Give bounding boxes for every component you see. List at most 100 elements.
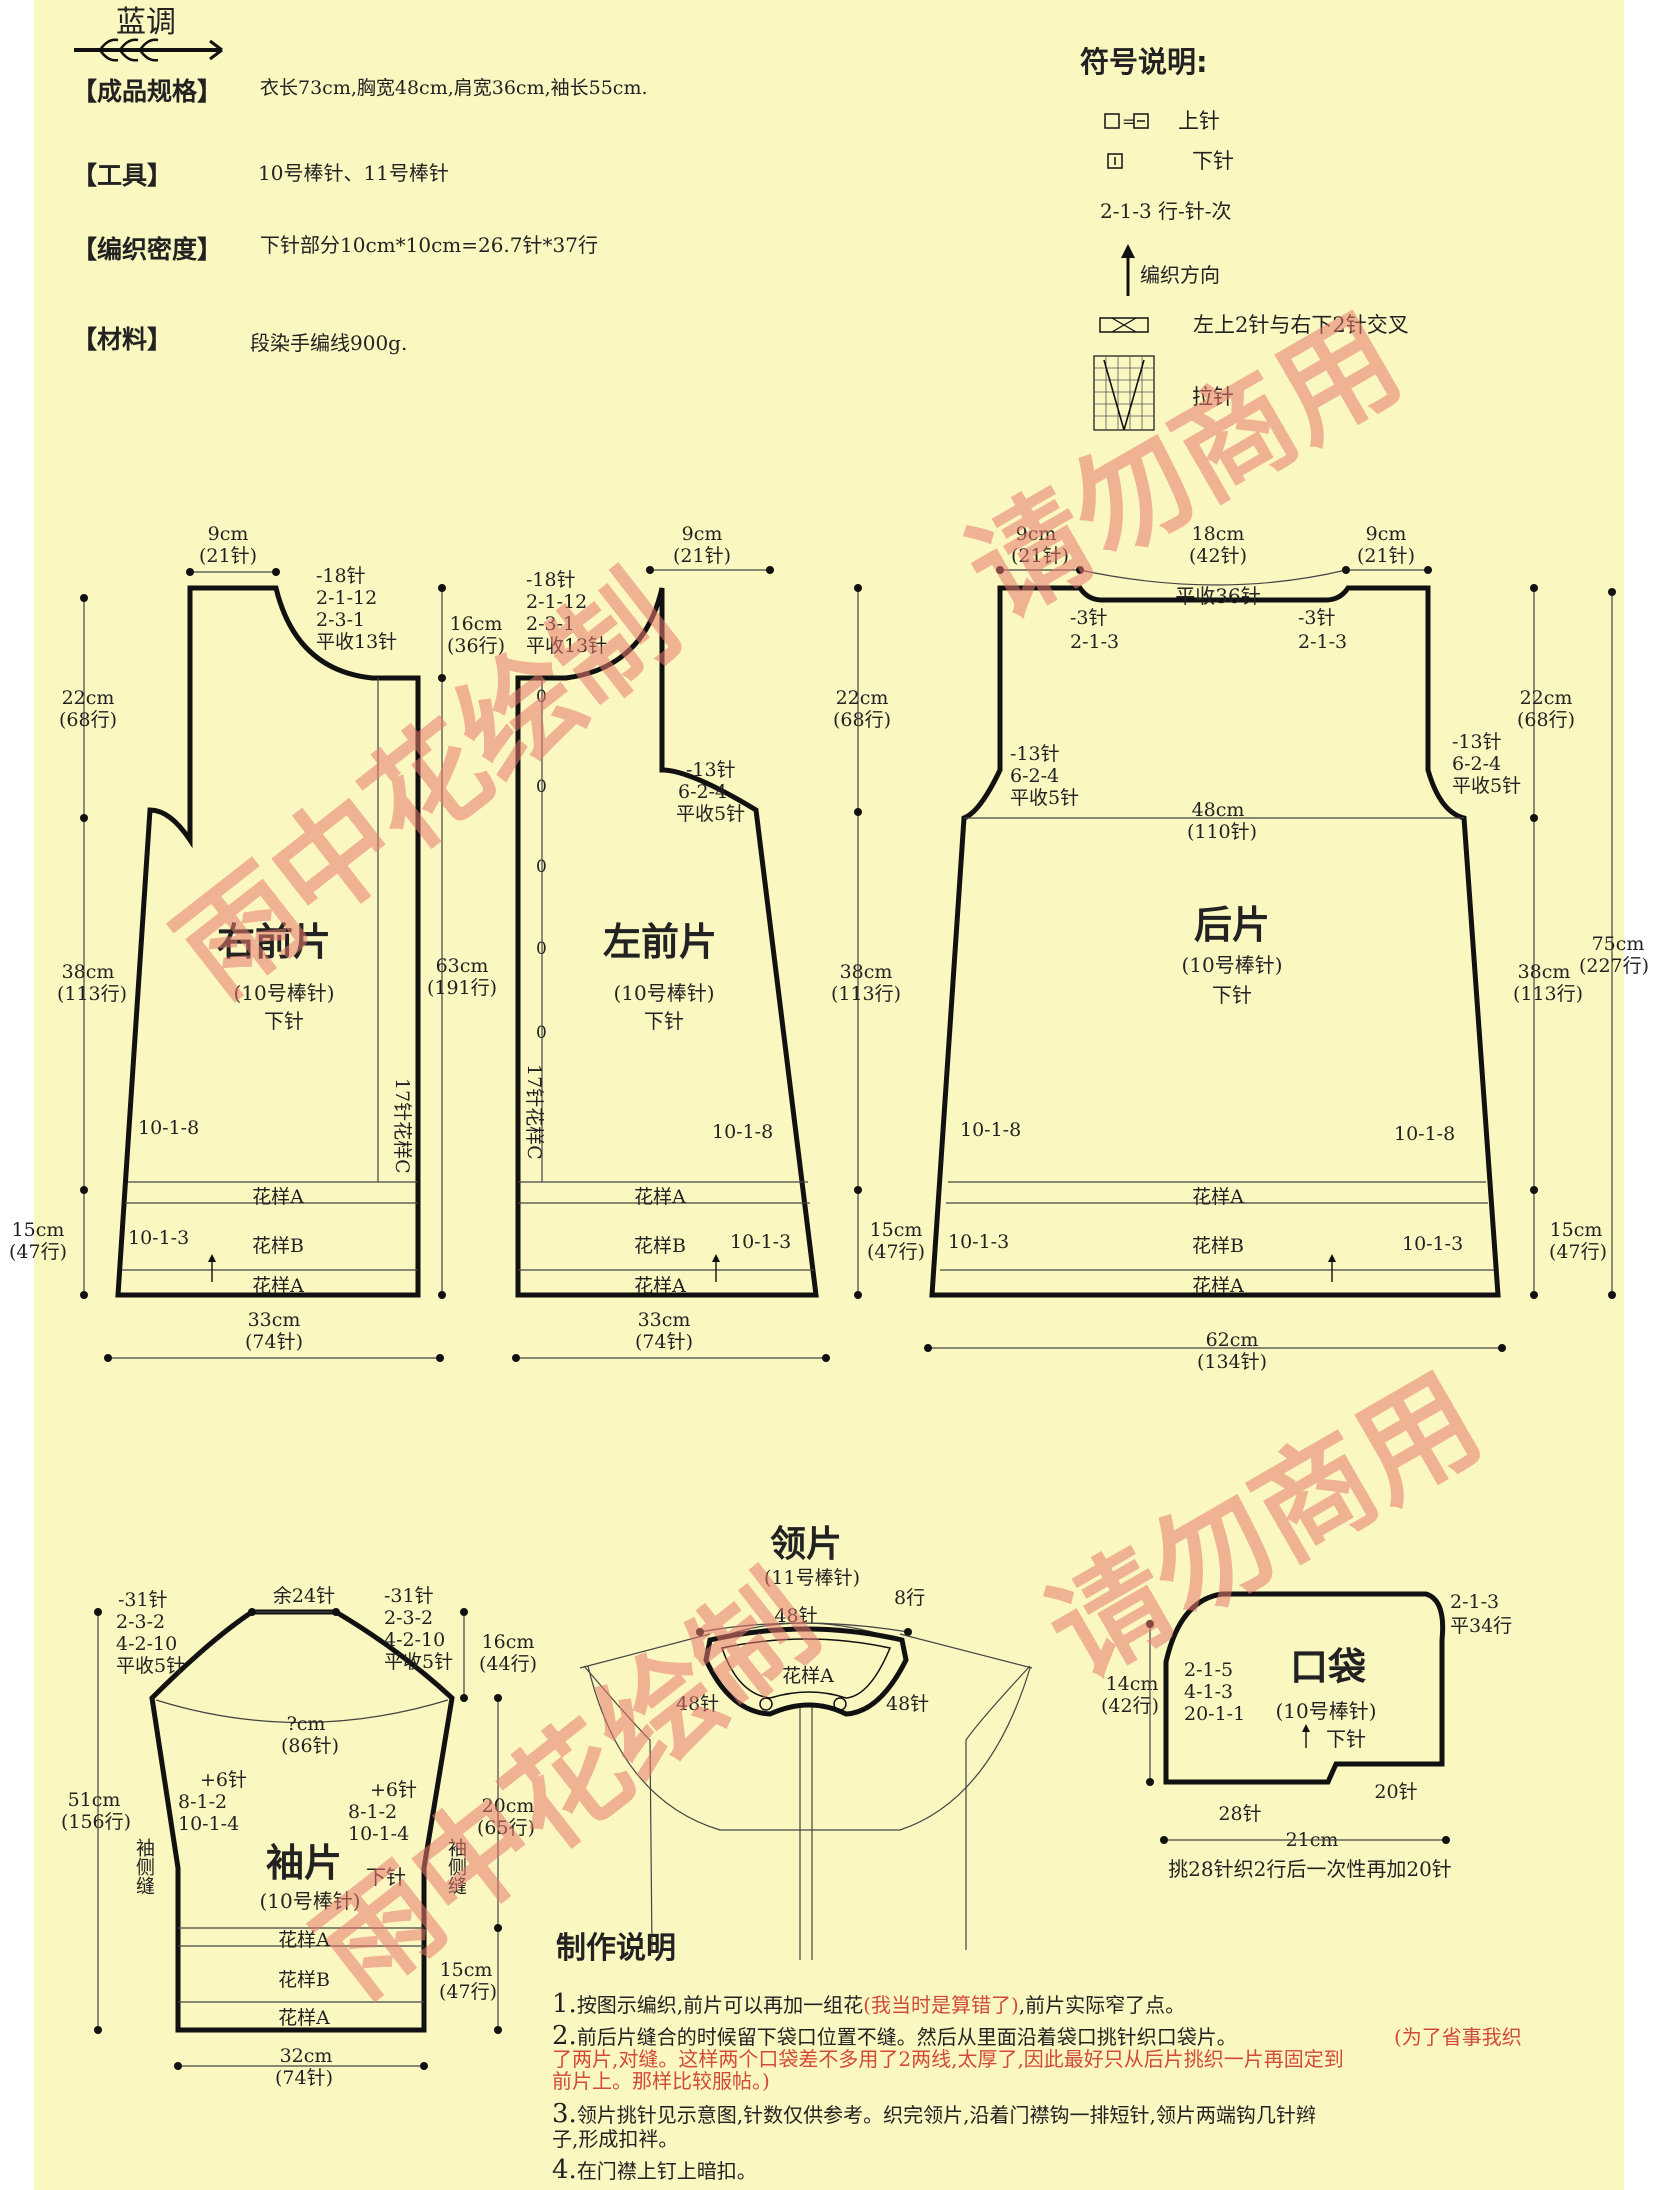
header: 蓝调 【成品规格】 衣长73cm,胸宽48cm,肩宽36cm,袖长55cm. 【… (72, 5, 648, 355)
sleeve-cap-left-3: 4-2-10 (116, 1633, 177, 1655)
sleeve-cap-height-rows: (44行) (479, 1653, 537, 1675)
left-front-bottom-st: (74针) (635, 1331, 693, 1353)
back-bottom-st: (134针) (1197, 1351, 1267, 1373)
right-front-panel: 右前片 (10号棒针) 下针 17针花样C 花样A 花样B 花样A 10-1-8… (9, 523, 505, 1362)
back-arm-left-3: 平收5针 (1010, 787, 1079, 809)
left-front-arm-3: 平收5针 (676, 803, 745, 825)
right-front-needle: (10号棒针) (233, 981, 334, 1005)
sleeve-width-st: (86针) (281, 1735, 339, 1757)
back-right-h3-rows: (47行) (1549, 1241, 1607, 1263)
instruction-2-note-c: 前片上。那样比较服帖。) (552, 2069, 770, 2093)
gauge-value: 下针部分10cm*10cm=26.7针*37行 (260, 233, 598, 257)
specs-value: 衣长73cm,胸宽48cm,肩宽36cm,袖长55cm. (260, 77, 648, 99)
purl-symbol-icon: = (1104, 112, 1149, 131)
gauge-label: 【编织密度】 (72, 235, 222, 264)
instruction-3-cont: 子,形成扣袢。 (552, 2127, 678, 2151)
left-front-button-5: 0 (536, 1023, 547, 1043)
back-top-right-width: 9cm (1366, 523, 1407, 545)
collar-title: 领片 (770, 1523, 842, 1565)
right-front-top-width: 9cm (208, 523, 249, 545)
instruction-4: 4.在门襟上钉上暗扣。 (552, 2155, 757, 2185)
collar-pattern: 花样A (782, 1665, 834, 1687)
instruction-2-note-a: (为了省事我织 (1394, 2025, 1522, 2049)
legend-knit: 下针 (1192, 149, 1234, 173)
title-ornament-icon (74, 38, 223, 62)
right-front-left-h3: 15cm (12, 1219, 65, 1241)
collar-top-st: 48针 (774, 1605, 817, 1627)
watermark-line2-bottom: 请勿商用 (1025, 1348, 1503, 1704)
left-front-neck-3: 2-3-1 (526, 613, 575, 635)
back-arm-left-2: 6-2-4 (1010, 765, 1059, 787)
sleeve-cuff-height: 15cm (440, 1959, 493, 1981)
collar-button-left-icon (759, 1697, 773, 1711)
collar-right-st: 48针 (886, 1693, 929, 1715)
collar-button-right-icon (833, 1697, 847, 1711)
legend-notation: 2-1-3 行-针-次 (1100, 199, 1232, 223)
back-title: 后片 (1194, 902, 1270, 947)
pocket-st20: 20针 (1374, 1781, 1417, 1803)
left-front-pattern-b: 花样B (634, 1235, 686, 1257)
back-arm-left-1: -13针 (1010, 743, 1060, 765)
right-front-pattern-a-bottom: 花样A (252, 1275, 304, 1297)
right-front-title: 右前片 (217, 919, 331, 964)
sleeve-pattern-a-bottom: 花样A (278, 2007, 330, 2029)
sleeve-inc-right-1: +6针 (370, 1779, 417, 1801)
sleeve-cap-top: 余24针 (273, 1585, 335, 1607)
right-front-left-h3-rows: (47行) (9, 1241, 67, 1263)
back-arm-right-1: -13针 (1452, 731, 1502, 753)
sleeve-pattern-a-top: 花样A (278, 1929, 330, 1951)
right-front-pattern-c: 17针花样C (391, 1078, 413, 1174)
legend: 符号说明: = 上针 下针 2-1-3 行-针-次 编织方向 左上2针与右下2针… (1080, 45, 1409, 431)
back-top-mid-width: 18cm (1192, 523, 1245, 545)
back-arm-right-2: 6-2-4 (1452, 753, 1501, 775)
right-front-side-dec1: 10-1-8 (138, 1117, 199, 1139)
knit-symbol-icon (1107, 153, 1123, 169)
left-front-button-3: 0 (536, 857, 547, 877)
pocket-panel: 口袋 (10号棒针) 下针 2-1-3 平34行 2-1-5 4-1-3 20-… (1101, 1591, 1512, 1881)
back-top-left-width: 9cm (1016, 523, 1057, 545)
back-side-left-2: 10-1-3 (948, 1231, 1009, 1253)
right-front-neck-4: 平收13针 (316, 631, 397, 653)
right-front-right-h1-rows: (36行) (447, 635, 505, 657)
left-front-right-h1: 22cm (836, 687, 889, 709)
back-neck-left-2: 2-1-3 (1070, 631, 1119, 653)
left-front-bottom: 33cm (638, 1309, 691, 1331)
tools-label: 【工具】 (72, 161, 172, 190)
sleeve-cap-right-2: 2-3-2 (384, 1607, 433, 1629)
back-panel: 后片 (10号棒针) 下针 平收36针 -3针 2-1-3 -3针 2-1-3 … (924, 523, 1649, 1373)
instruction-3: 3.领片挑针见示意图,针数仅供参考。织完领片,沿着门襟钩一排短针,领片两端钩几针… (552, 2099, 1316, 2129)
right-front-pattern-a-top: 花样A (252, 1186, 304, 1208)
sleeve-body-height-rows: (65行) (477, 1817, 535, 1839)
pocket-note: 挑28针织2行后一次性再加20针 (1168, 1857, 1452, 1881)
left-front-pattern-a-bottom: 花样A (634, 1275, 686, 1297)
pocket-inc-2: 4-1-3 (1184, 1681, 1233, 1703)
sleeve-cap-height: 16cm (482, 1631, 535, 1653)
left-front-title: 左前片 (603, 919, 717, 964)
collar-rows: 8行 (894, 1587, 925, 1609)
instruction-2-note-b: 了两片,对缝。这样两个口袋差不多用了2两线,太厚了,因此最好只从后片挑织一片再固… (552, 2047, 1344, 2071)
back-top-right-width-st: (21针) (1357, 545, 1415, 567)
back-top-left-width-st: (21针) (1011, 545, 1069, 567)
back-right-h1: 22cm (1520, 687, 1573, 709)
back-arm-right-3: 平收5针 (1452, 775, 1521, 797)
back-bottom: 62cm (1206, 1329, 1259, 1351)
sleeve-cap-left-4: 平收5针 (116, 1655, 185, 1677)
pocket-dec-2: 平34行 (1450, 1615, 1512, 1637)
sleeve-cap-right-4: 平收5针 (384, 1651, 453, 1673)
right-front-left-h2: 38cm (62, 961, 115, 983)
left-front-arm-2: 6-2-4 (678, 781, 727, 803)
right-front-pattern-b: 花样B (252, 1235, 304, 1257)
legend-purl: 上针 (1178, 109, 1220, 133)
back-stitch: 下针 (1212, 983, 1252, 1007)
left-front-neck-2: 2-1-12 (526, 591, 587, 613)
sleeve-cap-right-1: -31针 (384, 1585, 434, 1607)
collar-left-st: 48针 (676, 1693, 719, 1715)
watermark: 雨中花绘制 请勿商用 雨中花绘制 请勿商用 (152, 288, 1503, 2022)
sleeve-cap-left-1: -31针 (118, 1589, 168, 1611)
sleeve-panel: 余24针 -31针 2-3-2 4-2-10 平收5针 -31针 2-3-2 4… (61, 1585, 537, 2089)
pattern-title: 蓝调 (116, 5, 176, 40)
left-front-pattern-a-top: 花样A (634, 1186, 686, 1208)
back-chest-st: (110针) (1187, 821, 1257, 843)
back-right-h2-rows: (113行) (1513, 983, 1583, 1005)
left-front-right-h1-rows: (68行) (833, 709, 891, 731)
